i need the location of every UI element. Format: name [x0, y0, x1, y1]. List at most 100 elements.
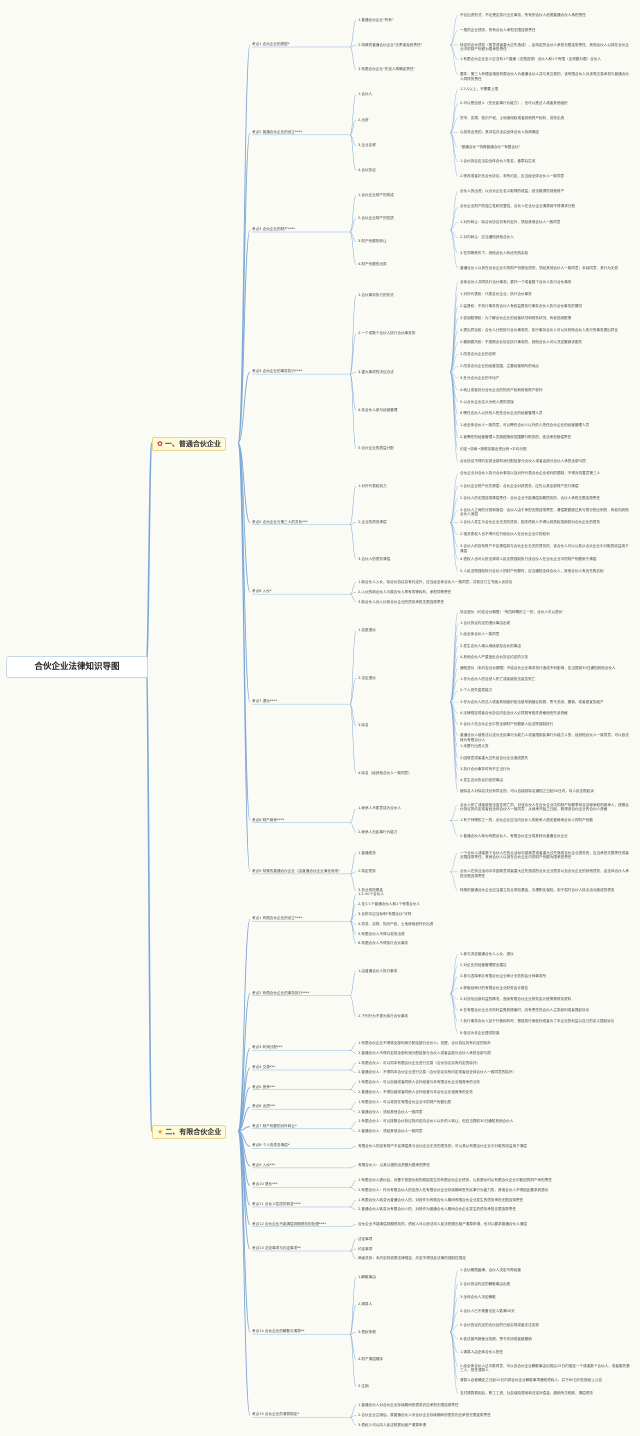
connector-topic-item	[349, 1206, 357, 1211]
item-label: 合伙企业不能清偿到期债务的，债权人可以依法向人民法院提出破产清算申请，也可以要求…	[358, 1222, 527, 1227]
sub-point: 2.对企业的经营管理提出建议	[460, 963, 507, 968]
connector-topic-item	[349, 678, 357, 705]
sub-point: 特定的合伙债务（故意或者重大过失造成），由特定的合伙人承担无限连带责任，其他合伙…	[460, 42, 629, 51]
sub-point: 要件：第三人有理由相信有限合伙人为普通合伙人并与其交易的，该有限合伙人对该笔交易…	[460, 72, 629, 81]
item-label: 3.债权人可以向人民法院提出破产清算申请	[358, 1422, 427, 1427]
sub-point: 4.法律规定或者合伙协议约定合伙人必须具有相关资格而丧失该资格	[460, 710, 568, 715]
sub-point: 1.2人以上，不需要上限	[460, 86, 499, 91]
connector-item-sub	[449, 1311, 459, 1333]
branch-label: 二、有限合伙企业	[165, 1128, 222, 1136]
connector-item-sub	[449, 132, 459, 163]
connector-topic-item	[349, 1102, 357, 1110]
connector-topic-item	[349, 1180, 357, 1188]
sub-point: 货币、实物、知识产权、土地使用权或者其他财产权利，劳务出资	[460, 115, 565, 120]
sub-point: 1.有限合伙企业至少应当有1个普通（无限连带）合伙人和1个有限（出资额为限）合伙…	[460, 57, 601, 62]
sub-point: 1.合伙期限届满，合伙人决定不再经营	[460, 1268, 521, 1273]
item-label: 1.有限合伙人：可以自营或者同他人合作经营与本有限合伙企业相竞争的业务	[358, 1080, 481, 1085]
connector-item-sub	[449, 820, 459, 837]
item-label: 1.合伙企业财产的构成	[358, 192, 394, 197]
connector-item-sub	[449, 612, 459, 703]
connector-topic-item	[349, 44, 357, 48]
item-label: 4.财产清偿顺序	[358, 1357, 383, 1362]
connector-item-sub	[449, 1331, 459, 1394]
connector-topic-item	[349, 873, 357, 891]
connector-topic-item	[349, 970, 357, 996]
item-label: 6.有限合伙人不得执行合伙事务	[358, 941, 409, 946]
sub-point: 1.合伙协议应当由全体合伙人签名、盖章后生效	[460, 159, 536, 164]
connector-item-sub	[449, 318, 459, 373]
connector-item-sub	[449, 222, 459, 231]
sub-point: 合伙协议不得约定将全部利润分配给部分合伙人或者由部分合伙人承担全部亏损	[460, 459, 586, 464]
connector-branch-topic	[237, 132, 251, 444]
sub-point: 4.提出异议权：合伙人分别执行合伙事务的，执行事务合伙人可以对其他合伙人执行的事…	[460, 327, 618, 332]
root-title[interactable]: 合伙企业法律知识导图	[6, 656, 148, 678]
sub-point: 2.个人丧失偿债能力	[460, 688, 493, 693]
sub-point: 8.依法为本企业提供担保	[460, 1030, 500, 1035]
topic-label: 考点8 个人的债务清偿*	[252, 1143, 290, 1148]
sub-point: 2.经全体合伙人过半数同意，可以自合伙企业解散事由出现后15日内指定一个或者数个…	[460, 1363, 630, 1373]
connector-item-sub	[449, 993, 459, 1023]
sub-point: 约定→协商→按照实缴出资比例→平均分配	[460, 447, 527, 452]
topic-label: 考点4 合伙企业的事务执行****	[252, 369, 303, 374]
sub-point: 1.参与决定普通合伙人入伙、退伙	[460, 951, 514, 956]
connector-item-sub	[449, 44, 459, 61]
item-label: 5.注销	[358, 1384, 369, 1389]
connector-branch-topic	[237, 1130, 251, 1416]
sub-point: 2.被聘任的经营管理人员超越授权范围履行职务的，依法承担赔偿责任	[460, 435, 572, 440]
connector-topic-item	[349, 218, 357, 233]
topic-label: 考点15 合伙企业的清算规定*	[252, 1412, 300, 1417]
connector-item-sub	[449, 690, 459, 703]
branch-general-partnership[interactable]: ✿一、普通合伙企业	[152, 437, 226, 451]
topic-label: 考点9 特殊的普通合伙企业（由普通合伙企业演化而来）	[252, 868, 342, 873]
connector-topic-item	[349, 1199, 357, 1208]
sub-point: 2.修改或者补充合伙协议，未有约定，应当经全体合伙人一致同意	[460, 173, 565, 178]
connector-item-sub	[449, 634, 459, 703]
item-label: 1.普通债务	[358, 850, 376, 855]
item-label: 1.由普通合伙人执行事务	[358, 968, 398, 973]
item-label: 5.合伙企业的损益分配	[358, 446, 394, 451]
topic-label: 考点1 有限合伙企业的设立****	[252, 916, 303, 921]
sub-point: 1.合伙协议约定的退伙事由出现	[460, 621, 511, 626]
branch-limited-partnership[interactable]: ★二、有限合伙企业	[152, 1125, 227, 1139]
item-label: 1.有限合伙人：可以按照合伙协议的约定向合伙人以外的人转让，但应当提前30日通知…	[358, 1119, 514, 1124]
sub-point: 2.合伙人的无限连带清偿责任：合伙企业不能清偿到期债务的，合伙人承担无限连带责任	[460, 495, 600, 500]
connector-item-sub	[449, 371, 459, 379]
connector-topic-item	[349, 1089, 357, 1093]
connector-topic-item	[349, 582, 357, 595]
connector-item-sub	[449, 89, 459, 134]
sub-point: 3.执行合伙事务时有不正当行为	[460, 766, 511, 771]
item-label: 3.财产份额的转让	[358, 239, 387, 244]
sub-point: 以劳务出资的，其评估办法由全体合伙人协商确定	[460, 130, 540, 135]
sub-point: 5.对涉及自身利益的情况，查阅有限合伙企业财务会计账簿等财务资料	[460, 996, 572, 1001]
item-label: 2.普通合伙人：不得自营或者同他人合作经营与本合伙企业相竞争的业务	[358, 1090, 473, 1094]
sub-point: 6.聘任合伙人以外的人担任合伙企业的经营管理人员	[460, 411, 543, 416]
sub-point: 2.可以是自然人（完全民事行为能力），也可以是法人或者其他组织	[460, 101, 568, 106]
connector-topic-item	[349, 194, 357, 233]
connector-branch-topic	[237, 371, 251, 444]
connector-topic-item	[349, 1417, 357, 1426]
sub-point: 3.在同等条件下，其他合伙人有优先购买权	[460, 250, 529, 255]
connector-root-branch1	[145, 442, 153, 667]
sub-point: 4.其他合伙人严重违反合伙协议约定的义务	[460, 654, 529, 659]
sub-point: 4.合伙人已不具备法定人数满30天	[460, 1309, 515, 1314]
sub-point: 合伙人在执业活动中非因故意或者重大过失造成的合伙企业债务以及合伙企业的其他债务，…	[460, 869, 629, 878]
item-label: 1.有限合伙人：可以将其在有限合伙企业中的财产份额出质	[358, 1099, 452, 1104]
sub-point: 2.监督权：不执行事务的合伙人有权监督执行事务合伙人执行合伙事务的情况	[460, 303, 583, 308]
connector-item-sub	[449, 1284, 459, 1333]
item-label: 3.企业名称	[358, 143, 376, 148]
connector-item-sub	[449, 657, 459, 703]
connector-topic-item	[349, 1304, 357, 1335]
topic-label: 考点1 合伙企业的类型*	[252, 42, 290, 46]
sub-point: 普通合伙人被依法认定为无民事行为能力人或者限制民事行为能力人的，经其他合伙人一致…	[460, 733, 629, 742]
topic-label: 考点8 财产继承****	[252, 817, 285, 822]
item-label: 3.名称中应当标明"有限合伙"字样	[358, 911, 412, 916]
item-label: 2.下列行为不视为执行合伙事务	[358, 1013, 409, 1018]
connector-item-sub	[449, 118, 459, 134]
connector-topic-item	[349, 373, 357, 411]
connector-item-sub	[449, 341, 459, 373]
connector-item-sub	[449, 1331, 459, 1381]
sub-point: 合伙企业财产的独立性和完整性，合伙人在合伙企业清算前不得请求分割	[460, 204, 575, 209]
sub-point: 一般的企业债务，所有合伙人承担无限连带责任	[460, 27, 536, 32]
topic-label: 考点3 利润分配***	[252, 1045, 283, 1050]
sub-point: 1.改变合伙企业的名称	[460, 351, 496, 356]
